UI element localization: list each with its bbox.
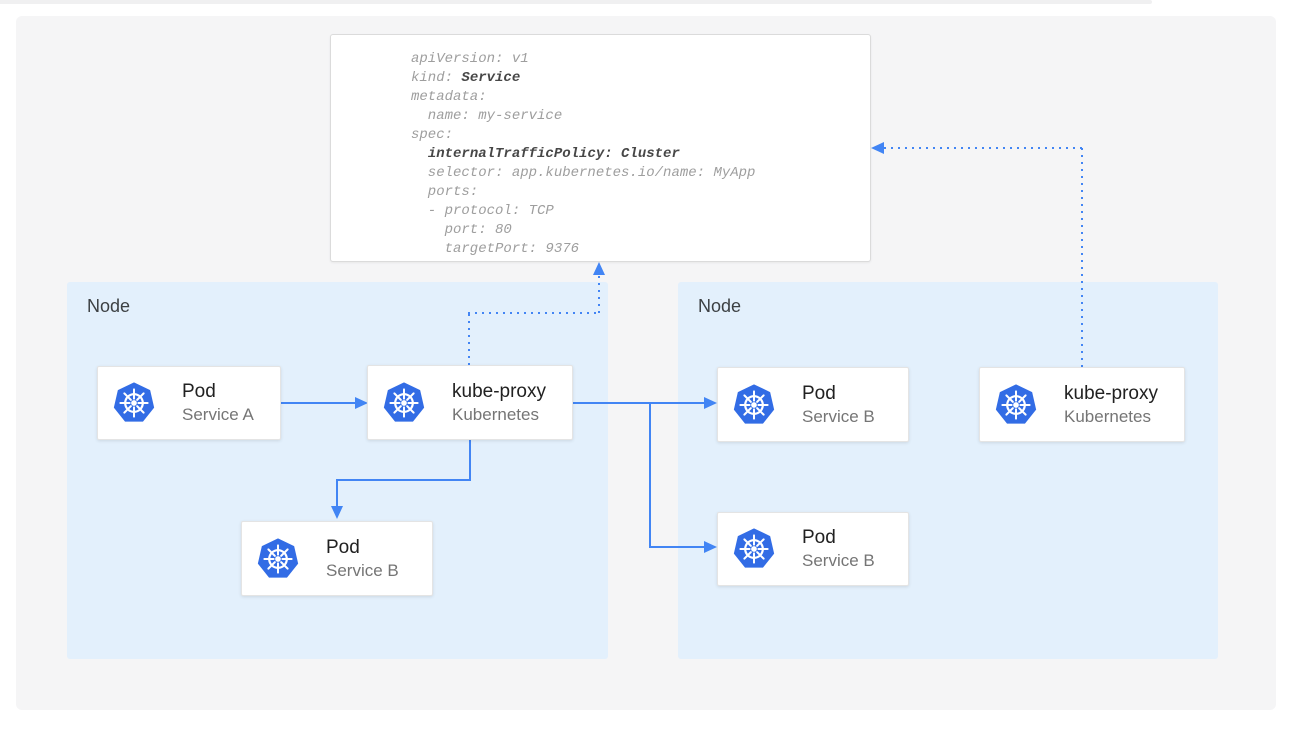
- node-box-left: Node: [67, 282, 608, 659]
- yaml-line: selector: app.kubernetes.io/name: MyApp: [411, 165, 756, 181]
- dotted-to-yaml-right-line: [884, 147, 1082, 149]
- arrowhead-into-pod-b-bottom-right: [704, 541, 717, 553]
- kube-proxy-card-right: kube-proxy Kubernetes: [979, 367, 1185, 442]
- top-edge-bar: [0, 0, 1152, 4]
- yaml-line: spec:: [411, 127, 454, 143]
- kube-proxy-card-left: kube-proxy Kubernetes: [367, 365, 573, 440]
- card-subtitle: Service B: [326, 560, 399, 580]
- node-label: Node: [87, 296, 131, 316]
- card-subtitle: Service B: [802, 406, 875, 426]
- arrow-pod-a-to-kube-proxy-line: [281, 402, 357, 404]
- card-title: Pod: [802, 382, 836, 404]
- node-box-right: Node: [678, 282, 1218, 659]
- pod-card-service-b-bottom-right: Pod Service B: [717, 512, 909, 586]
- arrowhead-into-yaml-right: [871, 142, 884, 154]
- kubernetes-logo-icon: [256, 537, 300, 581]
- arrow-elbow-left-line: [336, 479, 471, 481]
- yaml-line: port: 80: [411, 222, 512, 238]
- card-title: Pod: [182, 381, 216, 402]
- kubernetes-logo-icon: [732, 527, 776, 571]
- arrow-down-to-pod-b-left-line: [336, 479, 338, 507]
- pod-card-service-b-left: Pod Service B: [241, 521, 433, 596]
- card-title: kube-proxy: [452, 380, 546, 402]
- card-title: kube-proxy: [1064, 382, 1158, 404]
- yaml-code: apiVersion: v1 kind: Service metadata: n…: [331, 35, 870, 259]
- yaml-line: name: my-service: [411, 108, 563, 124]
- yaml-line: metadata:: [411, 89, 487, 105]
- yaml-line: internalTrafficPolicy: Cluster: [427, 146, 680, 162]
- card-title: Pod: [326, 536, 360, 558]
- service-yaml-card: apiVersion: v1 kind: Service metadata: n…: [330, 34, 871, 262]
- kubernetes-logo-icon: [732, 383, 776, 427]
- pod-card-service-b-top-right: Pod Service B: [717, 367, 909, 442]
- node-label: Node: [698, 296, 742, 316]
- arrowhead-into-yaml-bottom: [593, 262, 605, 275]
- arrow-branch-vertical-line: [649, 402, 651, 548]
- card-subtitle: Service A: [182, 405, 254, 424]
- arrow-kube-proxy-down-line: [469, 440, 471, 481]
- kubernetes-logo-icon: [994, 383, 1038, 427]
- arrow-branch-to-pod-b-bottom-line: [649, 546, 706, 548]
- arrowhead-into-pod-b-left: [331, 506, 343, 519]
- arrowhead-into-kube-proxy-left: [355, 397, 368, 409]
- dotted-to-yaml-bottom-line: [598, 276, 600, 313]
- kubernetes-logo-icon: [112, 381, 156, 425]
- dotted-kube-proxy-left-up-line: [468, 314, 470, 365]
- yaml-line: ports:: [411, 184, 479, 200]
- kubernetes-logo-icon: [382, 381, 426, 425]
- yaml-line: apiVersion: v1: [411, 51, 529, 67]
- card-subtitle: Kubernetes: [452, 404, 539, 424]
- arrowhead-into-pod-b-top-right: [704, 397, 717, 409]
- dotted-kube-proxy-left-horizontal-line: [468, 312, 600, 314]
- arrow-kube-proxy-to-pod-b-top-line: [573, 402, 707, 404]
- yaml-line: - protocol: TCP: [411, 203, 554, 219]
- card-title: Pod: [802, 527, 836, 548]
- dotted-kube-proxy-right-up-line: [1081, 148, 1083, 367]
- yaml-line: targetPort: 9376: [411, 241, 580, 257]
- yaml-line: kind: Service: [411, 70, 521, 86]
- pod-card-service-a: Pod Service A: [97, 366, 281, 440]
- card-subtitle: Service B: [802, 551, 875, 570]
- card-subtitle: Kubernetes: [1064, 406, 1151, 426]
